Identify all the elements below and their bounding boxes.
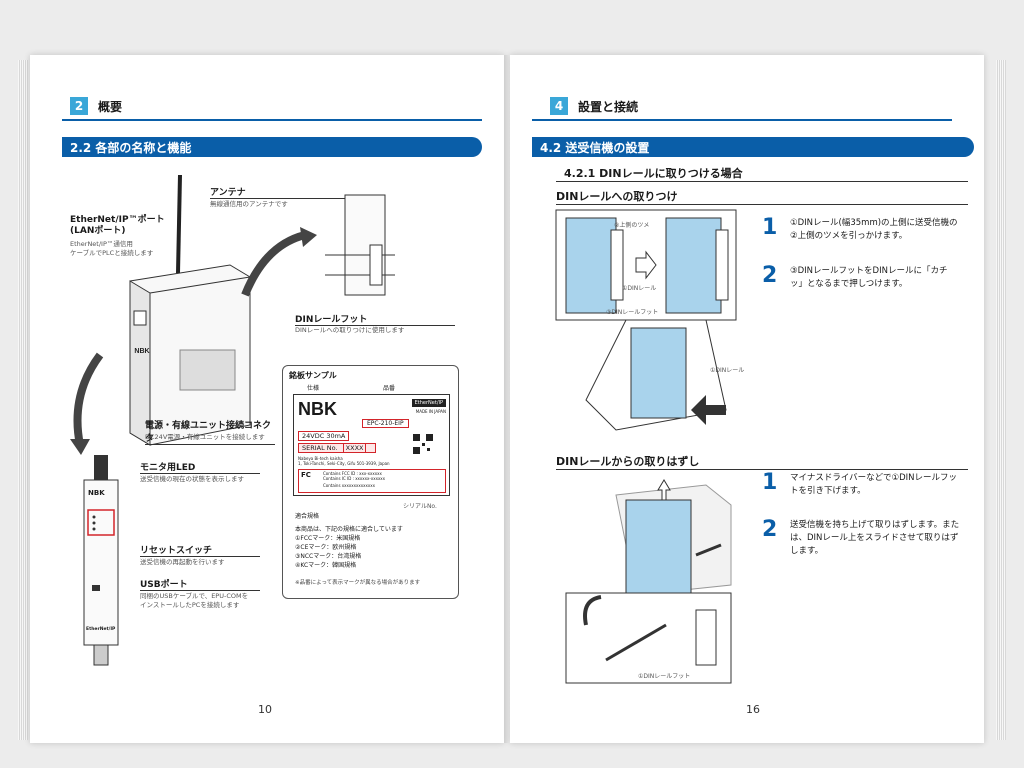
chapter-number: 4 [550, 97, 568, 115]
plate-marks-block: Contains FCC ID : xxx-xxxxxx Contains IC… [298, 469, 446, 493]
monitor-callout-title: モニタ用LED [140, 460, 260, 474]
hook-label: ②上側のツメ [614, 222, 650, 229]
chapter-title: 概要 [98, 99, 123, 114]
front-brand: NBK [88, 489, 105, 497]
mount-step-1-number: 1 [762, 215, 778, 240]
section-title: 4.2 送受信機の設置 [540, 140, 650, 155]
page-number: 16 [746, 703, 760, 716]
plate-fcc-line2: Contains IC ID : xxxxxx-xxxxxx [323, 476, 386, 481]
qr-code-icon [412, 433, 434, 455]
standard-item: ④KCマーク：韓国規格 [295, 562, 357, 569]
compliance-intro: 本商品は、下記の規格に適合しています [295, 526, 403, 533]
page-stack-left [18, 60, 28, 740]
book-gutter [504, 55, 510, 743]
fcc-mark-icon: FC [301, 471, 311, 479]
mount-diagram [555, 209, 737, 431]
nameplate-sample-box: 銘板サンプル 仕様 品番 NBK EtherNet/IP MADE IN JAP… [282, 365, 459, 599]
serial-arrow-label: シリアルNo. [403, 503, 437, 510]
foot-label: ③DINレールフット [606, 309, 659, 316]
remove-heading-rule [556, 469, 968, 470]
left-page: 2 概要 2.2 各部の名称と機能 NBK アンテナ 無線通信用のアンテナです … [30, 55, 504, 743]
foot2-label: ①DINレールフット [638, 673, 691, 680]
ethernet-callout-desc: EtherNet/IP™通信用 ケーブルでPLCと接続します [70, 240, 154, 257]
chapter-rule [532, 119, 952, 121]
monitor-callout-desc: 送受信機の現在の状態を表示します [140, 475, 244, 483]
plate-voltage: 24VDC 30mA [298, 431, 350, 441]
remove-heading: DINレールからの取りはずし [556, 455, 700, 468]
chapter-rule [62, 119, 482, 121]
mount-step-1-text: ①DINレール(幅35mm)の上側に送受信機の②上側のツメを引っかけます。 [790, 218, 958, 241]
right-page: 4 設置と接続 4.2 送受信機の設置 4.2.1 DINレールに取りつける場合… [510, 55, 984, 743]
plate-maker: Nabeya Bi-tech kaisha [298, 456, 343, 461]
reset-callout-title: リセットスイッチ [140, 543, 260, 557]
plate-ce-line: Contains xxxxxxxxxxxxxx [323, 483, 375, 488]
mount-step-2-text: ③DINレールフットをDINレールに「カチッ」となるまで押しつけます。 [790, 266, 948, 289]
plate-note: ※品番によって表示マークが異なる場合があります [295, 580, 421, 586]
standard-item: ②CEマーク：欧州規格 [295, 544, 357, 551]
remove-step-1-text: マイナスドライバーなどで①DINレールフットを引き下げます。 [790, 473, 958, 496]
remove-diagram [565, 479, 732, 684]
subsection-title: 4.2.1 DINレールに取りつける場合 [564, 167, 743, 180]
plate-serial-value: XXXX [342, 443, 367, 453]
power-callout-title: 電源・有線ユニット接続コネクタ [145, 418, 275, 445]
plate-fcc-line1: Contains FCC ID : xxx-xxxxxx [323, 471, 382, 476]
front-label: EtherNet/IP [86, 627, 116, 632]
page-number: 10 [258, 703, 272, 716]
rail-label: ①DINレール [622, 285, 657, 292]
remove-step-2-number: 2 [762, 517, 778, 542]
chapter-title: 設置と接続 [578, 99, 639, 114]
mount-step-2-number: 2 [762, 263, 778, 288]
remove-step-1-number: 1 [762, 470, 778, 495]
plate-serial-label: SERIAL No. [302, 444, 338, 452]
page-stack-right [996, 60, 1006, 740]
plate-brand: NBK [298, 399, 337, 419]
plate-protocol: EtherNet/IP [411, 399, 446, 407]
device-perspective-illustration: NBK [129, 174, 251, 446]
mount-heading-rule [556, 204, 968, 205]
section-bar: 2.2 各部の名称と機能 [62, 137, 482, 157]
standards-list: ①FCCマーク：米国規格 ②CEマーク：欧州規格 ③NCCマーク：台湾規格 ④K… [295, 534, 361, 570]
chapter-number: 2 [70, 97, 88, 115]
mount-heading: DINレールへの取りつけ [556, 190, 678, 203]
usb-callout-title: USBポート [140, 577, 260, 591]
power-callout-desc: DC24V電源・有線ユニットを接続します [145, 433, 265, 441]
plate-title: 銘板サンプル [289, 371, 337, 380]
section-title: 2.2 各部の名称と機能 [70, 140, 192, 155]
chapter-header: 4 設置と接続 [550, 97, 638, 115]
plate-made-in: MADE IN JAPAN [415, 409, 446, 414]
antenna-callout-title: アンテナ [210, 185, 360, 199]
device-front-illustration [83, 455, 119, 666]
nameplate: NBK EtherNet/IP MADE IN JAPAN EPC-210-EI… [293, 394, 450, 496]
rail2-label: ①DINレール [710, 367, 745, 374]
plate-model: EPC-210-EIP [362, 419, 409, 428]
standard-item: ①FCCマーク：米国規格 [295, 535, 361, 542]
antenna-callout-desc: 無線通信用のアンテナです [210, 200, 288, 208]
compliance-label: 適合規格 [295, 513, 320, 520]
plate-serial: SERIAL No. XXXX [298, 443, 376, 453]
subsection-rule [556, 181, 968, 182]
chapter-header: 2 概要 [70, 97, 122, 115]
section-bar: 4.2 送受信機の設置 [532, 137, 974, 157]
din-foot-illustration [325, 194, 395, 296]
plate-address: 1, Toki-Tanchi, Seki-City, Gifu 501-3939… [298, 461, 390, 466]
usb-callout-desc: 同梱のUSBケーブルで、EPU-COMを インストールしたPCを接続します [140, 592, 249, 609]
model-label: 品番 [383, 385, 396, 392]
remove-step-2-text: 送受信機を持ち上げて取りはずします。または、DINレール上をスライドさせて取りは… [790, 520, 960, 556]
din-foot-callout-title: DINレールフット [295, 312, 455, 326]
standard-item: ③NCCマーク：台湾規格 [295, 553, 362, 560]
svg-text:NBK: NBK [134, 348, 149, 355]
spec-label: 仕様 [307, 385, 320, 392]
curved-arrow-down [70, 352, 104, 455]
din-foot-callout-desc: DINレールへの取りつけに使用します [295, 326, 405, 334]
reset-callout-desc: 送受信機の再起動を行います [140, 558, 225, 566]
ethernet-callout-title: EtherNet/IP™ポート (LANポート) [70, 215, 165, 236]
curved-arrow-right [241, 227, 317, 297]
